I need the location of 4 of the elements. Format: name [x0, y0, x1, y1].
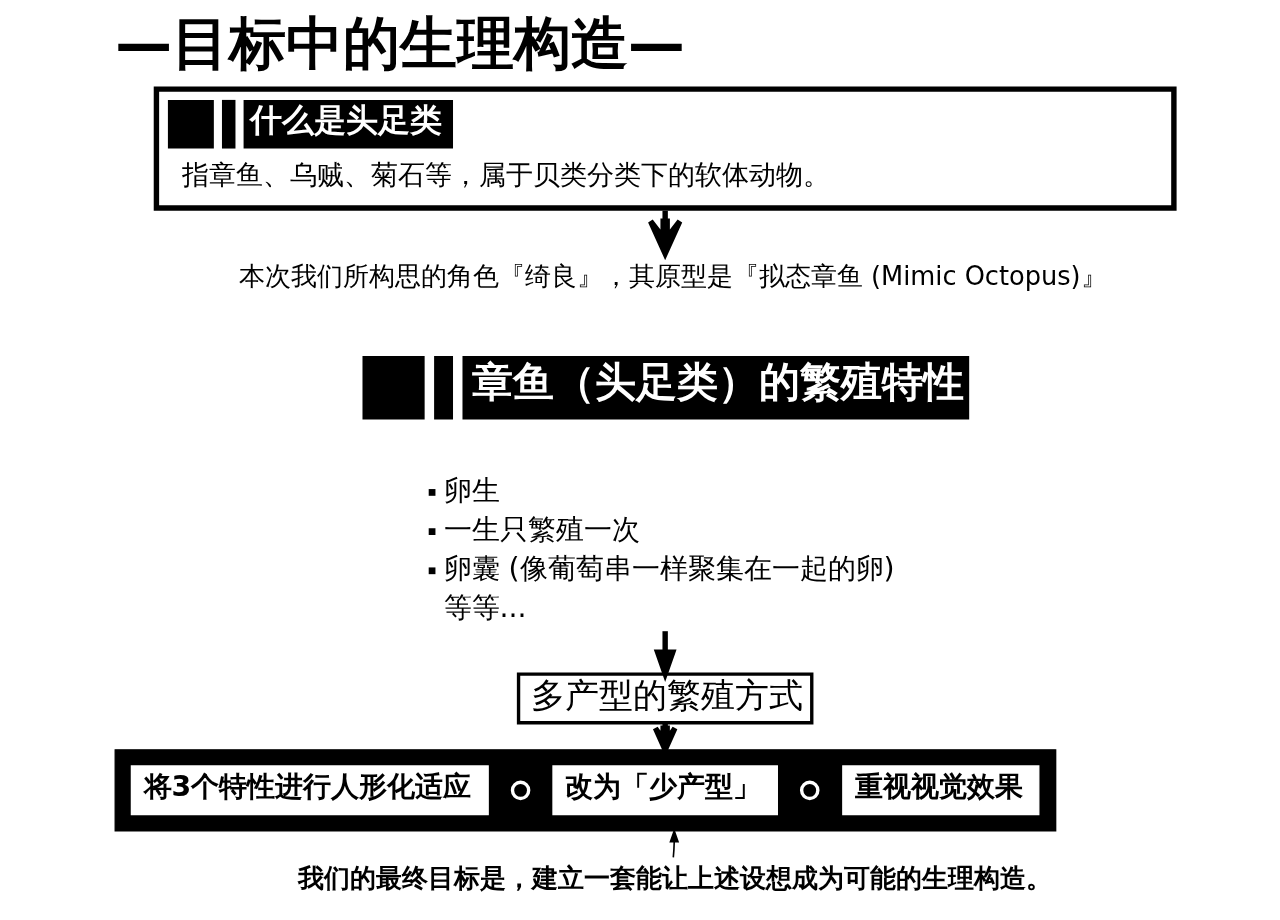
diagram-title: —目标中的生理构造— [114, 9, 685, 76]
node-text: 本次我们所构思的角色『绮良』，其原型是『拟态章鱼 (Mimic Octopus)』 [238, 260, 1107, 291]
node-text: 我们的最终目标是，建立一套能让上述设想成为可能的生理构造。 [297, 863, 1052, 894]
node-text: 卵生 一生只繁殖一次 卵囊 (像葡萄串一样聚集在一起的卵) 等等... [443, 473, 895, 625]
